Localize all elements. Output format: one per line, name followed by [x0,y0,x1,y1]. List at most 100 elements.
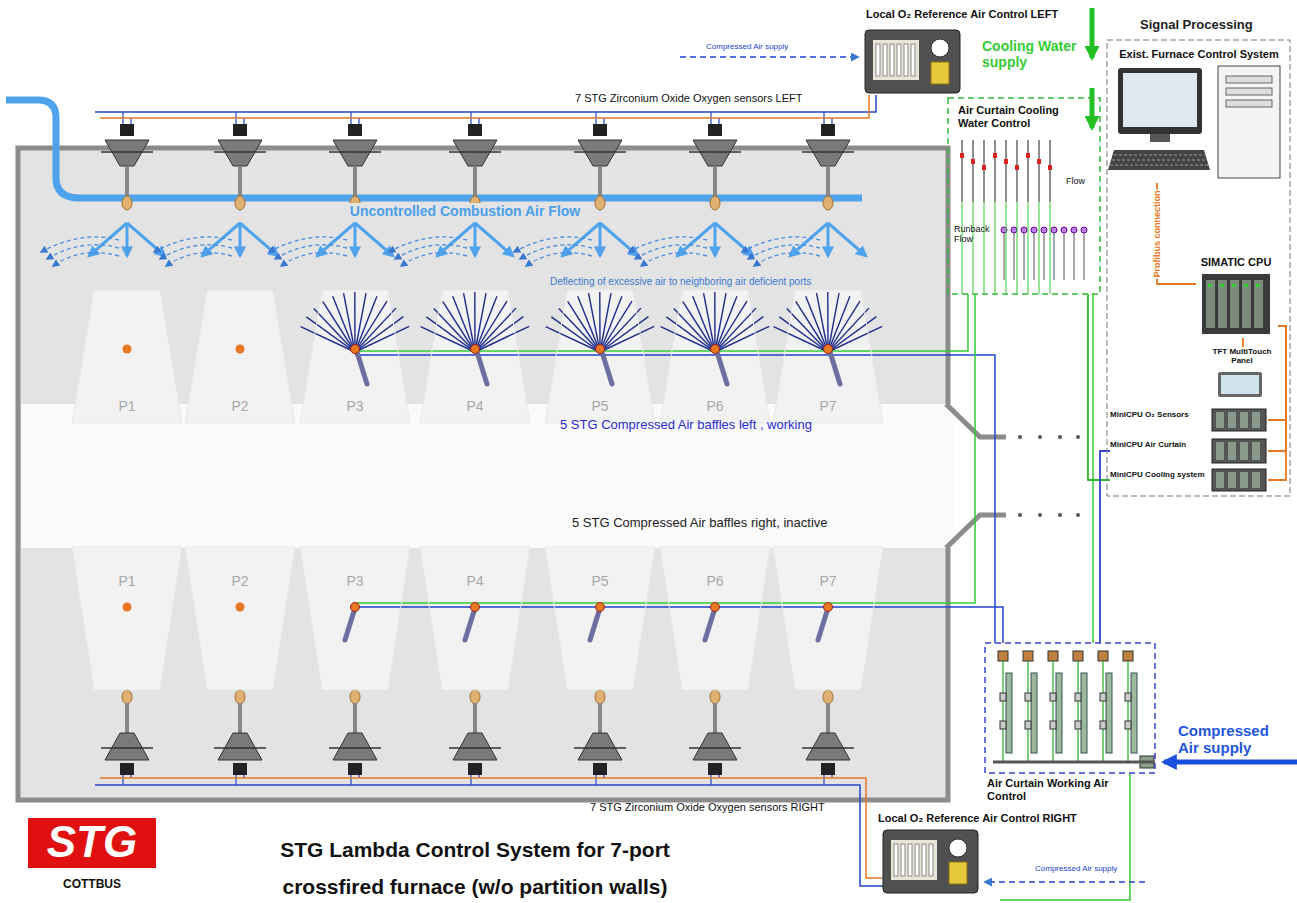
panel-screen [1221,375,1259,394]
plc-module [1218,280,1227,328]
air-arrow [562,223,600,256]
air-pipe [1006,673,1012,753]
baffle-point [711,345,720,354]
flow-float [960,153,964,158]
sensor-head [233,124,247,136]
flow-tube [883,44,887,76]
port-outline [545,547,655,690]
supply-arrow [680,56,858,58]
solenoid [1050,721,1056,729]
baffle-nozzle [465,608,475,640]
air-jet [715,308,756,352]
furnace-channel [21,404,955,548]
sensor-flange [449,151,501,153]
node-text: MiniCPU O₂ Sensors [1110,410,1208,419]
sensor-probe [238,166,242,196]
sensor-flange [329,151,381,153]
air-arrow [240,223,278,256]
node-text: Exist. Furnace Control System [1112,48,1286,61]
water-line [1028,202,1029,294]
port-outline [300,290,410,423]
node-shape [660,547,770,690]
plc-led [1256,284,1260,287]
sensor-flange [574,747,626,749]
drive-bay [1226,88,1272,95]
runback-meter [1021,227,1027,233]
sensor-probe [125,703,129,733]
runback-meter [1061,227,1067,233]
node-text: P5 [545,398,655,414]
sensor-tip [823,196,833,210]
air-jet [578,296,600,352]
sensor-probe [353,703,357,733]
baffle-point [824,603,833,612]
sensor-flange [214,151,266,153]
air-arrow [127,223,165,256]
sensor-body [105,140,149,166]
air-pipe [1106,673,1112,753]
node-shape [300,547,410,690]
runback-line [1014,233,1015,280]
flow-tube [911,44,915,76]
air-jet [434,308,475,352]
deflection-arrow [269,237,347,252]
runback-line [1024,233,1025,280]
water-arrow [1090,88,1095,128]
plc-module [1240,472,1248,488]
port-outline [185,290,295,423]
node-text: P2 [185,573,295,589]
sensor-wire [596,775,604,785]
water-line [973,202,974,294]
node-text: P2 [185,398,295,414]
air-jet [474,292,476,352]
node-shape [545,547,655,690]
air-jet [806,296,828,352]
pressure-gauge [931,39,949,57]
pressure-gauge [949,839,967,857]
annotation-label: Compressed Air supply [1178,722,1290,757]
plc-module [1252,472,1260,488]
port-fill [420,290,530,423]
flow-float [1037,159,1041,164]
annotation-label: 7 STG Zirconium Oxide Oxygen sensors LEF… [575,92,865,105]
sensor-tip [235,196,245,210]
air-line [1027,661,1028,761]
air-arrow [437,223,475,256]
port-fill [72,290,182,423]
node-text: Local O₂ Reference Air Control LEFT [866,8,1072,21]
solenoid [1125,721,1131,729]
node-text: STG [28,820,156,864]
air-pipe [1031,673,1037,753]
sensor-head [593,124,607,136]
sensor-flange [101,151,153,153]
flow-float [1015,165,1019,170]
flow-tube [908,844,912,876]
sensor-tip [122,196,132,210]
solenoid [1100,721,1106,729]
node-shape [420,547,530,690]
keys [1110,165,1209,166]
air-jet [355,317,403,352]
sensor-head [348,763,362,775]
solenoid [1075,721,1081,729]
sensor-tip [470,690,480,704]
water-line [995,202,996,294]
flow-tube [901,844,905,876]
port-fill [72,547,182,690]
drive-bay [1226,100,1272,107]
runback-meter [1041,227,1047,233]
sensor-probe [598,703,602,733]
flow-float [993,153,997,158]
control-cabinet [865,30,960,93]
plc-module [1216,412,1224,428]
sensor-body [218,140,262,166]
port-fill [545,290,655,423]
furnace-port: P2 [185,288,297,423]
runback-meter [1081,227,1087,233]
air-pipe [1081,673,1087,753]
valve [1073,651,1083,661]
sensor-wire [236,775,244,785]
supply-arrow [1164,760,1297,765]
sensor-flange [689,747,741,749]
sensor-body [693,733,737,760]
